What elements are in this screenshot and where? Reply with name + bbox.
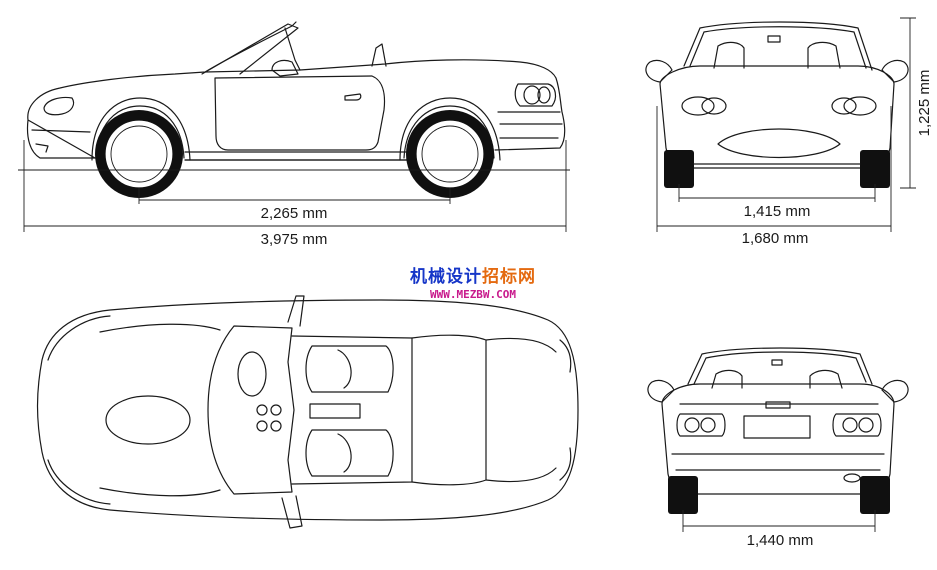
front-grille [717, 128, 841, 159]
front-mirror-right [881, 59, 909, 83]
rear-view [647, 347, 909, 514]
wheelbase-label: 2,265 mm [261, 205, 328, 222]
watermark-text-2: 招标网 [482, 267, 536, 287]
side-dimensions: 2,265 mm 3,975 mm [23, 140, 567, 248]
rear-dimensions: 1,440 mm [682, 510, 876, 549]
top-body-outline [36, 299, 579, 521]
front-windshield [683, 21, 873, 71]
top-view [36, 295, 579, 529]
top-windshield [207, 325, 295, 495]
side-taillight [514, 83, 557, 107]
front-wheel [95, 110, 183, 198]
front-mirror-left [645, 59, 673, 83]
windshield-frame [201, 23, 299, 75]
watermark-chinese: 机械设计招标网 [398, 262, 548, 287]
front-body-outline [659, 65, 895, 169]
top-seat-left [305, 345, 394, 393]
front-wheel-arch [91, 97, 191, 161]
rear-license-plate [743, 415, 811, 439]
side-view [18, 21, 570, 198]
top-mirror-left [287, 295, 305, 327]
watermark: 机械设计招标网 WWW.MEZBW.COM [398, 262, 548, 301]
rear-taillight-right [832, 413, 882, 437]
side-headlight [43, 96, 75, 116]
rear-wheel-arch [399, 97, 501, 161]
overall-width-label: 1,680 mm [742, 230, 809, 247]
side-sill [184, 151, 411, 161]
rear-taillight-left [676, 413, 726, 437]
front-headlight-right [843, 96, 877, 116]
top-hood-bulge [105, 395, 191, 445]
side-door [214, 75, 386, 151]
side-body-outline [26, 21, 566, 161]
height-label: 1,225 mm [916, 70, 933, 137]
rear-window [687, 347, 873, 385]
overall-length-label: 3,975 mm [261, 231, 328, 248]
front-view [645, 21, 909, 188]
front-track-label: 1,415 mm [744, 203, 811, 220]
watermark-url: WWW.MEZBW.COM [429, 288, 517, 301]
front-dimensions: 1,415 mm 1,680 mm 1,225 mm [656, 17, 933, 247]
front-headlight-left [681, 96, 715, 116]
top-mirror-right [281, 495, 303, 529]
rear-wheel [406, 110, 494, 198]
rear-track-label: 1,440 mm [747, 532, 814, 549]
watermark-text-1: 机械设计 [410, 267, 482, 287]
top-seat-right [305, 429, 394, 477]
top-steering-wheel [237, 351, 267, 397]
